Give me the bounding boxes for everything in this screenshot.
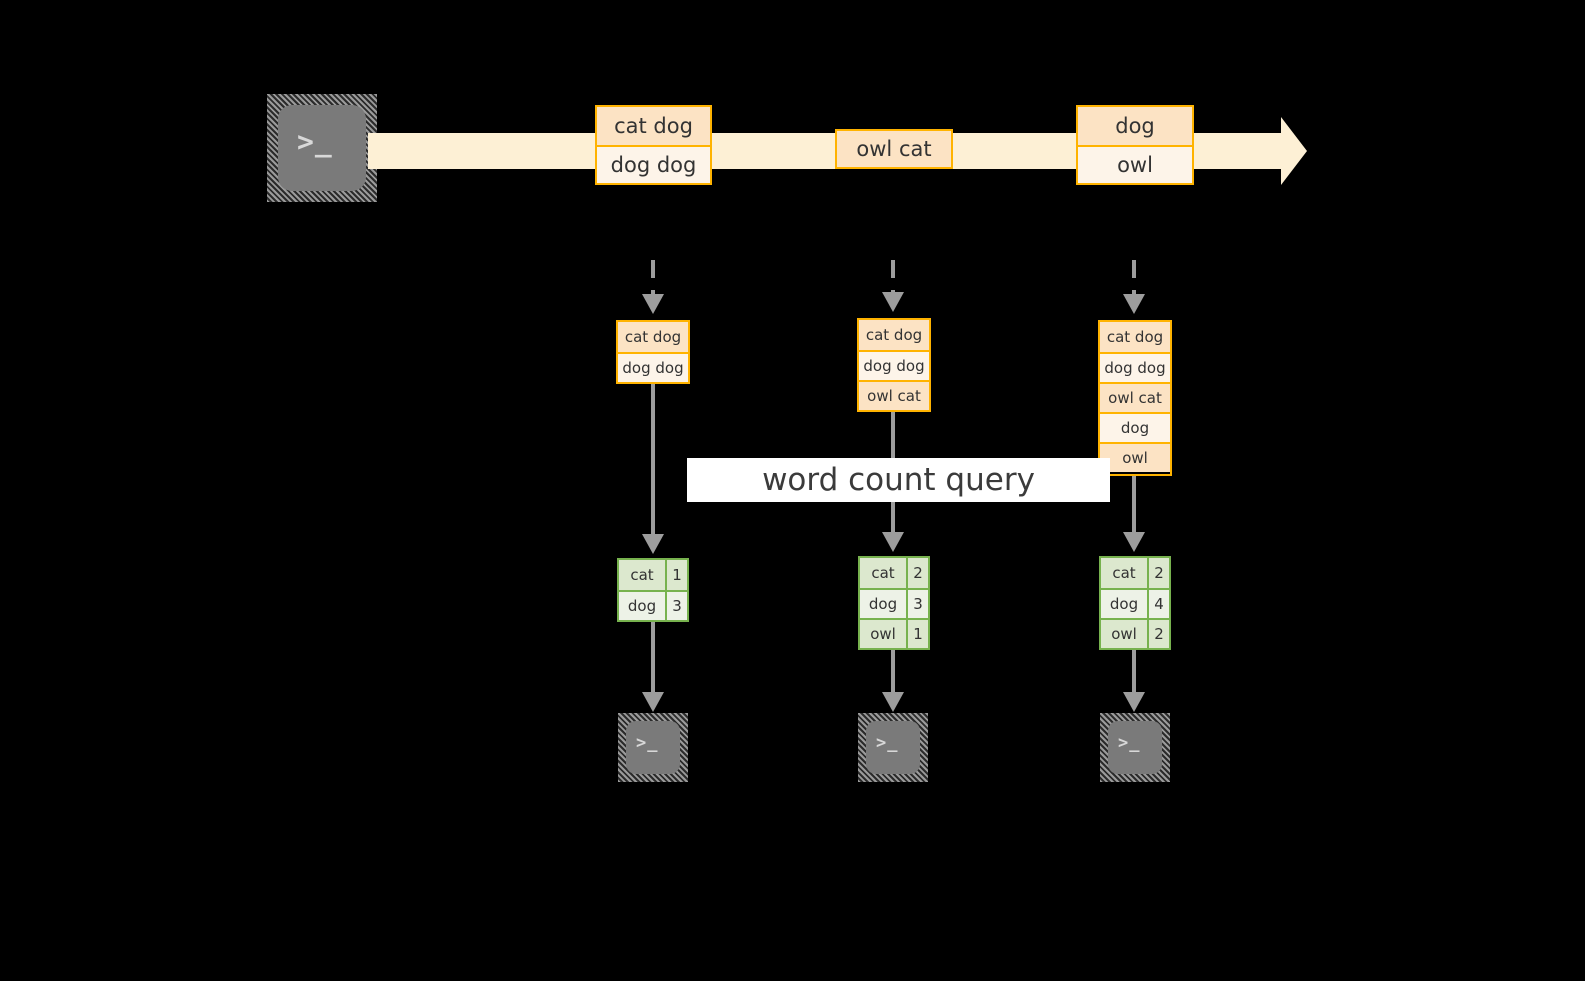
- result-count: 2: [906, 558, 928, 588]
- result-count: 2: [1147, 620, 1169, 648]
- result-count: 1: [665, 560, 687, 590]
- result-to-sink-connector: [1132, 650, 1136, 694]
- result-word: owl: [1101, 620, 1147, 648]
- result-word: cat: [619, 560, 665, 590]
- arrowhead-icon: [642, 294, 664, 314]
- result-to-sink-connector: [651, 622, 655, 694]
- result-word: dog: [860, 590, 906, 618]
- arrowhead-icon: [642, 692, 664, 712]
- accumulated-record-line: owl cat: [859, 380, 929, 410]
- stream-record: owl cat: [835, 129, 953, 169]
- result-row: dog 4: [1101, 588, 1169, 618]
- accumulated-record-line: cat dog: [859, 320, 929, 350]
- arrowhead-icon: [1123, 692, 1145, 712]
- result-row: owl 2: [1101, 618, 1169, 648]
- accumulated-record-line: dog dog: [859, 350, 929, 380]
- arrowhead-icon: [1123, 294, 1145, 314]
- terminal-body: [1108, 721, 1162, 774]
- arrowhead-icon: [642, 534, 664, 554]
- result-word: cat: [860, 558, 906, 588]
- stream-record: dog owl: [1076, 105, 1194, 185]
- terminal-body: [626, 721, 680, 774]
- accumulated-record-line: owl: [1100, 442, 1170, 472]
- result-table: cat 2 dog 3 owl 1: [858, 556, 930, 650]
- result-row: cat 1: [619, 560, 687, 590]
- accumulated-record-line: dog: [1100, 412, 1170, 442]
- accumulated-records-box: cat dog dog dog: [616, 320, 690, 384]
- stream-arrowhead-icon: [1281, 117, 1307, 185]
- result-word: dog: [619, 592, 665, 620]
- result-row: owl 1: [860, 618, 928, 648]
- result-count: 4: [1147, 590, 1169, 618]
- arrowhead-icon: [1123, 532, 1145, 552]
- result-table: cat 1 dog 3: [617, 558, 689, 622]
- terminal-prompt-glyph: >_: [1118, 733, 1141, 753]
- sink-terminal-icon: >_: [1100, 713, 1170, 782]
- stream-to-accumulator-connector: [891, 260, 895, 292]
- stream-record-line: owl: [1078, 145, 1192, 183]
- result-row: cat 2: [860, 558, 928, 588]
- accumulated-records-box: cat dog dog dog owl cat dog owl: [1098, 320, 1172, 476]
- result-row: dog 3: [619, 590, 687, 620]
- terminal-body: [278, 105, 366, 191]
- stream-record-line: owl cat: [837, 131, 951, 167]
- terminal-body: [866, 721, 920, 774]
- arrowhead-icon: [882, 532, 904, 552]
- stream-to-accumulator-connector: [651, 260, 655, 294]
- result-count: 1: [906, 620, 928, 648]
- stream-record: cat dog dog dog: [595, 105, 712, 185]
- sink-terminal-icon: >_: [618, 713, 688, 782]
- accumulated-record-line: cat dog: [1100, 322, 1170, 352]
- arrowhead-icon: [882, 292, 904, 312]
- stream-record-line: dog dog: [597, 145, 710, 183]
- result-word: dog: [1101, 590, 1147, 618]
- query-label: word count query: [687, 458, 1110, 502]
- terminal-prompt-glyph: >_: [876, 733, 899, 753]
- accumulated-record-line: dog dog: [618, 352, 688, 382]
- accumulated-record-line: cat dog: [618, 322, 688, 352]
- result-word: owl: [860, 620, 906, 648]
- result-table: cat 2 dog 4 owl 2: [1099, 556, 1171, 650]
- accumulator-to-result-connector: [1132, 476, 1136, 534]
- result-count: 2: [1147, 558, 1169, 588]
- stream-record-line: dog: [1078, 107, 1192, 145]
- stream-record-line: cat dog: [597, 107, 710, 145]
- accumulated-records-box: cat dog dog dog owl cat: [857, 318, 931, 412]
- result-row: cat 2: [1101, 558, 1169, 588]
- terminal-prompt-glyph: >_: [297, 125, 333, 158]
- sink-terminal-icon: >_: [858, 713, 928, 782]
- source-terminal-icon: >_: [267, 94, 377, 202]
- result-to-sink-connector: [891, 650, 895, 694]
- accumulated-record-line: owl cat: [1100, 382, 1170, 412]
- accumulated-record-line: dog dog: [1100, 352, 1170, 382]
- result-row: dog 3: [860, 588, 928, 618]
- result-count: 3: [665, 592, 687, 620]
- arrowhead-icon: [882, 692, 904, 712]
- stream-to-accumulator-connector: [1132, 260, 1136, 294]
- result-count: 3: [906, 590, 928, 618]
- result-word: cat: [1101, 558, 1147, 588]
- accumulator-to-result-connector: [651, 384, 655, 536]
- terminal-prompt-glyph: >_: [636, 733, 659, 753]
